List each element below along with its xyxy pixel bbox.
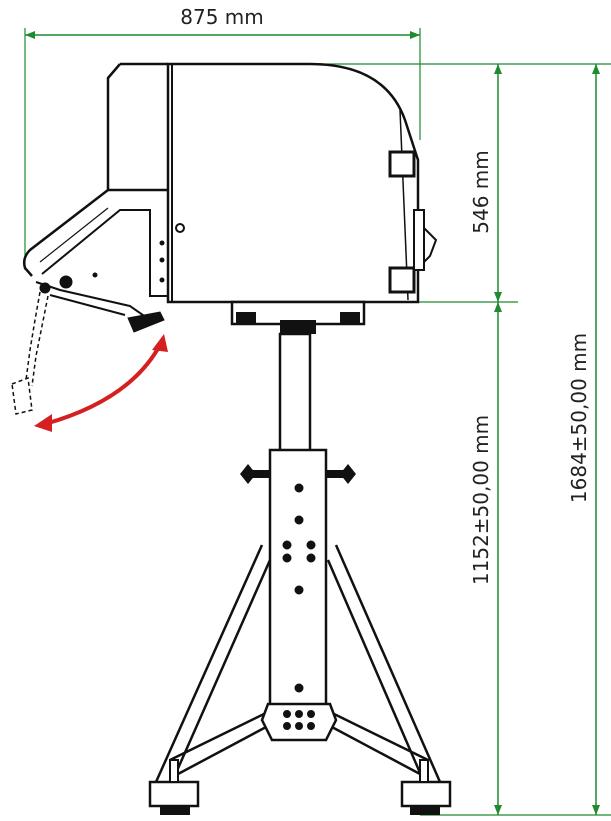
lower-tube [268, 448, 328, 714]
lever-assembly [11, 275, 168, 432]
hub-hole [307, 722, 315, 730]
right-foot-screw [419, 759, 429, 783]
chute-lower [41, 209, 168, 297]
head-height-label: 546 mm [469, 150, 493, 234]
left-foot-block [148, 780, 200, 808]
stand-column [240, 332, 356, 714]
mount-hub [280, 320, 316, 334]
total-arrow-bottom [592, 805, 600, 815]
column-hole [294, 483, 304, 493]
mount-plate-right-block [340, 312, 360, 324]
width-dimension: 875 mm [24, 5, 421, 270]
left-leg [154, 544, 272, 783]
total-arrow-top [592, 64, 600, 74]
machine-head [22, 62, 438, 304]
head-height-dimension: 546 mm [469, 64, 502, 302]
motion-arrow [44, 344, 162, 426]
column-hole [282, 540, 292, 550]
bolt-hole [92, 272, 98, 278]
hub-hole [295, 710, 303, 718]
head-arrow-top [494, 64, 502, 74]
dimension-lines: 875 mm 546 mm 1152±50,00 mm 1684±50,00 m… [24, 5, 611, 816]
hub-hole [295, 722, 303, 730]
mount-plate [230, 300, 366, 334]
right-clamp-knob [326, 464, 356, 484]
chute-inner [39, 207, 109, 263]
hub-hole [283, 710, 291, 718]
stand-arrow-top [494, 302, 502, 312]
hub-hole [283, 722, 291, 730]
rear-block [106, 63, 168, 192]
housing-knob [175, 223, 185, 233]
latch-handle [423, 227, 438, 263]
column-hole [306, 540, 316, 550]
stand-height-dimension: 1152±50,00 mm [469, 302, 502, 815]
lever-dashed-position [25, 291, 49, 387]
column-hole [294, 683, 304, 693]
column-hole [282, 553, 292, 563]
column-hole [294, 515, 304, 525]
stand-arrow-bottom [494, 805, 502, 815]
right-foot [400, 759, 452, 815]
stand-height-label: 1152±50,00 mm [469, 415, 493, 585]
right-foot-pad [410, 806, 440, 815]
mount-plate-left-block [236, 312, 256, 324]
hinge-top [388, 150, 416, 178]
total-height-dimension: 1684±50,00 mm [567, 64, 600, 815]
left-foot-pad [160, 806, 190, 815]
width-arrow-right [410, 31, 420, 39]
column-hole [306, 553, 316, 563]
footpad-dashed [11, 376, 33, 415]
right-brace [329, 710, 429, 776]
bolt-hole [159, 257, 165, 263]
tripod-legs [154, 544, 442, 783]
total-height-label: 1684±50,00 mm [567, 333, 591, 503]
right-leg [326, 544, 442, 783]
hinge-bottom [388, 266, 416, 294]
left-clamp-knob [240, 464, 270, 484]
left-foot-screw [169, 759, 179, 783]
left-brace [169, 710, 269, 776]
width-label: 875 mm [180, 5, 264, 29]
motion-arrow-head-top [152, 334, 168, 352]
lever-arm [35, 281, 151, 321]
bolt-hole [159, 240, 165, 246]
lever-pivot-2 [59, 275, 73, 289]
head-arrow-bottom [494, 292, 502, 302]
lever-pivot [39, 282, 51, 294]
motion-arrow-head-bottom [34, 414, 52, 432]
right-foot-block [400, 780, 452, 808]
main-housing [166, 62, 420, 304]
bolt-hole [159, 277, 165, 283]
lever-arm-lower [49, 294, 126, 316]
column-hole [294, 585, 304, 595]
width-arrow-left [25, 31, 35, 39]
footpad [127, 311, 165, 333]
left-foot [148, 759, 200, 815]
side-latch [413, 209, 425, 271]
hub-hole [307, 710, 315, 718]
chute-outline [22, 189, 109, 277]
upper-tube [278, 332, 312, 454]
